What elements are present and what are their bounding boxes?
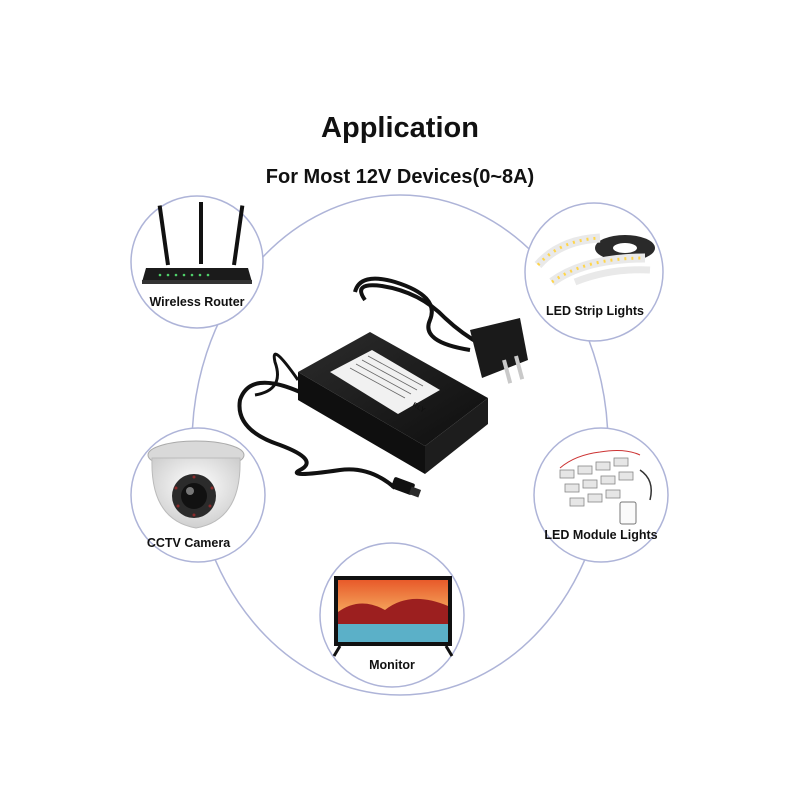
device-label-led-module: LED Module Lights: [544, 528, 658, 542]
device-label-router: Wireless Router: [149, 295, 245, 309]
page-subtitle: For Most 12V Devices(0~8A): [265, 166, 535, 188]
monitor-icon: [332, 576, 454, 657]
page-title: Application: [321, 112, 479, 144]
device-label-led-strip: LED Strip Lights: [546, 304, 644, 318]
device-label-cctv: CCTV Camera: [146, 536, 231, 550]
led-module-icon: [559, 450, 652, 525]
power-adapter-icon: RLY: [237, 276, 528, 498]
cctv-camera-icon: [147, 440, 245, 529]
wireless-router-icon: [142, 202, 252, 284]
led-strip-icon: [534, 233, 655, 286]
device-label-monitor: Monitor: [369, 658, 415, 672]
